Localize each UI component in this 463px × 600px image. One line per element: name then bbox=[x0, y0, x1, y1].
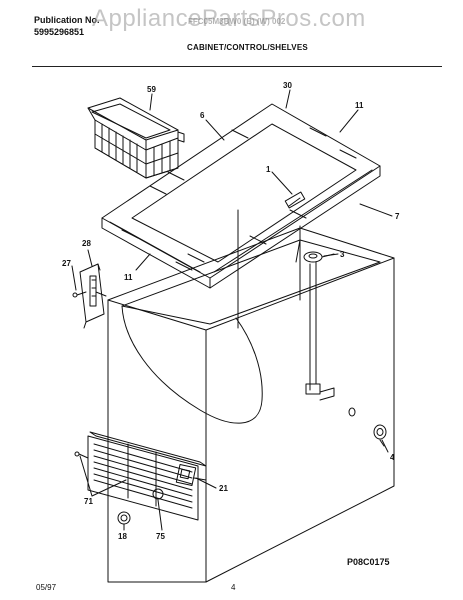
model-number: FFC05M3BW0 (B) (W) 002 bbox=[188, 17, 286, 26]
freezer-cabinet-icon bbox=[95, 209, 395, 583]
publication-label: Publication No. bbox=[34, 15, 100, 25]
callout-3: 3 bbox=[340, 250, 345, 259]
vent-grille-icon bbox=[74, 431, 207, 521]
thermostat-icon bbox=[175, 464, 207, 486]
lid-frame-icon bbox=[101, 103, 381, 289]
callout-11-left: 11 bbox=[124, 273, 133, 282]
watermark: AppliancePartsPros.com bbox=[92, 5, 366, 32]
page-number: 4 bbox=[231, 583, 236, 592]
hinge-bracket-icon bbox=[72, 263, 105, 329]
callout-1: 1 bbox=[266, 165, 271, 174]
drawing-code: P08C0175 bbox=[347, 557, 390, 567]
callout-4: 4 bbox=[390, 453, 395, 462]
section-title: CABINET/CONTROL/SHELVES bbox=[187, 43, 308, 52]
wire-basket-icon bbox=[87, 97, 185, 179]
header-divider bbox=[32, 66, 442, 67]
callout-75: 75 bbox=[156, 532, 165, 541]
drain-plug-icon bbox=[373, 424, 387, 447]
callout-7: 7 bbox=[395, 212, 400, 221]
callout-71: 71 bbox=[84, 497, 93, 506]
thermostat-knob-icon bbox=[117, 511, 131, 525]
callout-30: 30 bbox=[283, 81, 292, 90]
revision-date: 05/97 bbox=[36, 583, 57, 592]
callout-11-top: 11 bbox=[355, 101, 364, 110]
callout-28: 28 bbox=[82, 239, 91, 248]
publication-number: 5995296851 bbox=[34, 27, 85, 37]
callout-18: 18 bbox=[118, 532, 127, 541]
callout-21: 21 bbox=[219, 484, 228, 493]
callout-59: 59 bbox=[147, 85, 156, 94]
drain-cap-icon bbox=[303, 251, 335, 263]
callout-27: 27 bbox=[62, 259, 71, 268]
leader-lines bbox=[71, 89, 393, 531]
callout-6: 6 bbox=[200, 111, 205, 120]
